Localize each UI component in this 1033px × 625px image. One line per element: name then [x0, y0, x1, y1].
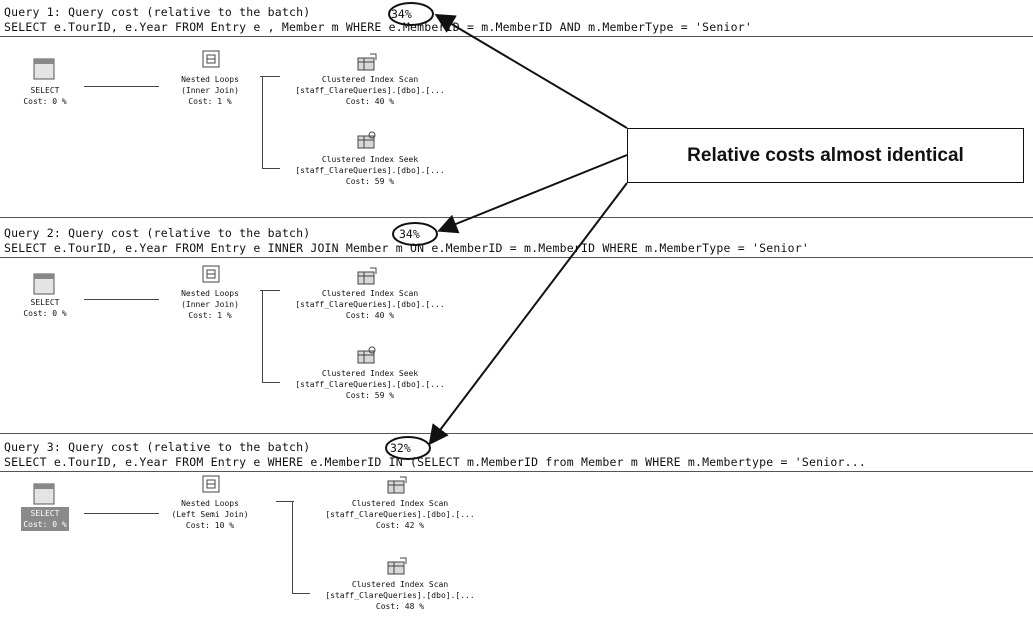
clustered-index-scan-node[interactable]: Clustered Index Scan [staff_ClareQueries…	[295, 75, 445, 106]
pane-divider	[0, 433, 1033, 434]
select-node[interactable]: SELECT Cost: 0 %	[23, 86, 67, 106]
clustered-index-seek-node[interactable]: Clustered Index Seek [staff_ClareQueries…	[295, 369, 445, 400]
query-cost-percent: 34%	[399, 227, 420, 241]
select-icon	[33, 483, 55, 505]
query-title: Query 3: Query cost (relative to the bat…	[4, 440, 311, 454]
clustered-index-scan-icon	[357, 267, 377, 285]
select-node-selected[interactable]: SELECT Cost: 0 %	[0, 507, 90, 531]
clustered-index-scan-node[interactable]: Clustered Index Scan [staff_ClareQueries…	[325, 499, 475, 530]
connector	[262, 76, 263, 168]
connector	[262, 382, 280, 383]
connector	[262, 168, 280, 169]
connector	[84, 299, 159, 300]
clustered-index-scan-node[interactable]: Clustered Index Scan [staff_ClareQueries…	[325, 580, 475, 611]
connector	[262, 290, 263, 382]
query-plan-pane-3: Query 3: Query cost (relative to the bat…	[0, 437, 1033, 625]
connector	[260, 290, 280, 291]
pane-divider	[0, 217, 1033, 218]
query-plan-pane-2: Query 2: Query cost (relative to the bat…	[0, 223, 1033, 429]
query-sql: SELECT e.TourID, e.Year FROM Entry e , M…	[4, 20, 752, 34]
clustered-index-seek-node[interactable]: Clustered Index Seek [staff_ClareQueries…	[295, 155, 445, 186]
connector	[276, 501, 294, 502]
query-title: Query 2: Query cost (relative to the bat…	[4, 226, 311, 240]
query-header-2: Query 2: Query cost (relative to the bat…	[0, 223, 1033, 258]
query-sql: SELECT e.TourID, e.Year FROM Entry e INN…	[4, 241, 809, 255]
nested-loops-icon	[202, 475, 220, 493]
connector	[84, 86, 159, 87]
callout-text: Relative costs almost identical	[687, 144, 964, 166]
clustered-index-seek-icon	[357, 131, 376, 149]
clustered-index-seek-icon	[357, 346, 376, 364]
clustered-index-scan-icon	[387, 557, 407, 575]
query-title: Query 1: Query cost (relative to the bat…	[4, 5, 311, 19]
query-header-3: Query 3: Query cost (relative to the bat…	[0, 437, 1033, 472]
query-sql: SELECT e.TourID, e.Year FROM Entry e WHE…	[4, 455, 866, 469]
callout-box: Relative costs almost identical	[627, 128, 1024, 183]
nested-loops-node[interactable]: Nested Loops (Left Semi Join) Cost: 10 %	[171, 499, 249, 530]
nested-loops-icon	[202, 265, 220, 283]
nested-loops-node[interactable]: Nested Loops (Inner Join) Cost: 1 %	[181, 75, 239, 106]
clustered-index-scan-icon	[387, 476, 407, 494]
query-cost-percent: 34%	[391, 7, 412, 21]
clustered-index-scan-icon	[357, 53, 377, 71]
connector	[292, 501, 293, 593]
query-header-1: Query 1: Query cost (relative to the bat…	[0, 2, 1033, 37]
connector	[84, 513, 159, 514]
nested-loops-node[interactable]: Nested Loops (Inner Join) Cost: 1 %	[181, 289, 239, 320]
connector	[292, 593, 310, 594]
query-cost-percent: 32%	[390, 441, 411, 455]
selected-highlight: SELECT Cost: 0 %	[21, 507, 69, 531]
select-icon	[33, 273, 55, 295]
connector	[260, 76, 280, 77]
nested-loops-icon	[202, 50, 220, 68]
clustered-index-scan-node[interactable]: Clustered Index Scan [staff_ClareQueries…	[295, 289, 445, 320]
select-icon	[33, 58, 55, 80]
select-node[interactable]: SELECT Cost: 0 %	[23, 298, 67, 318]
